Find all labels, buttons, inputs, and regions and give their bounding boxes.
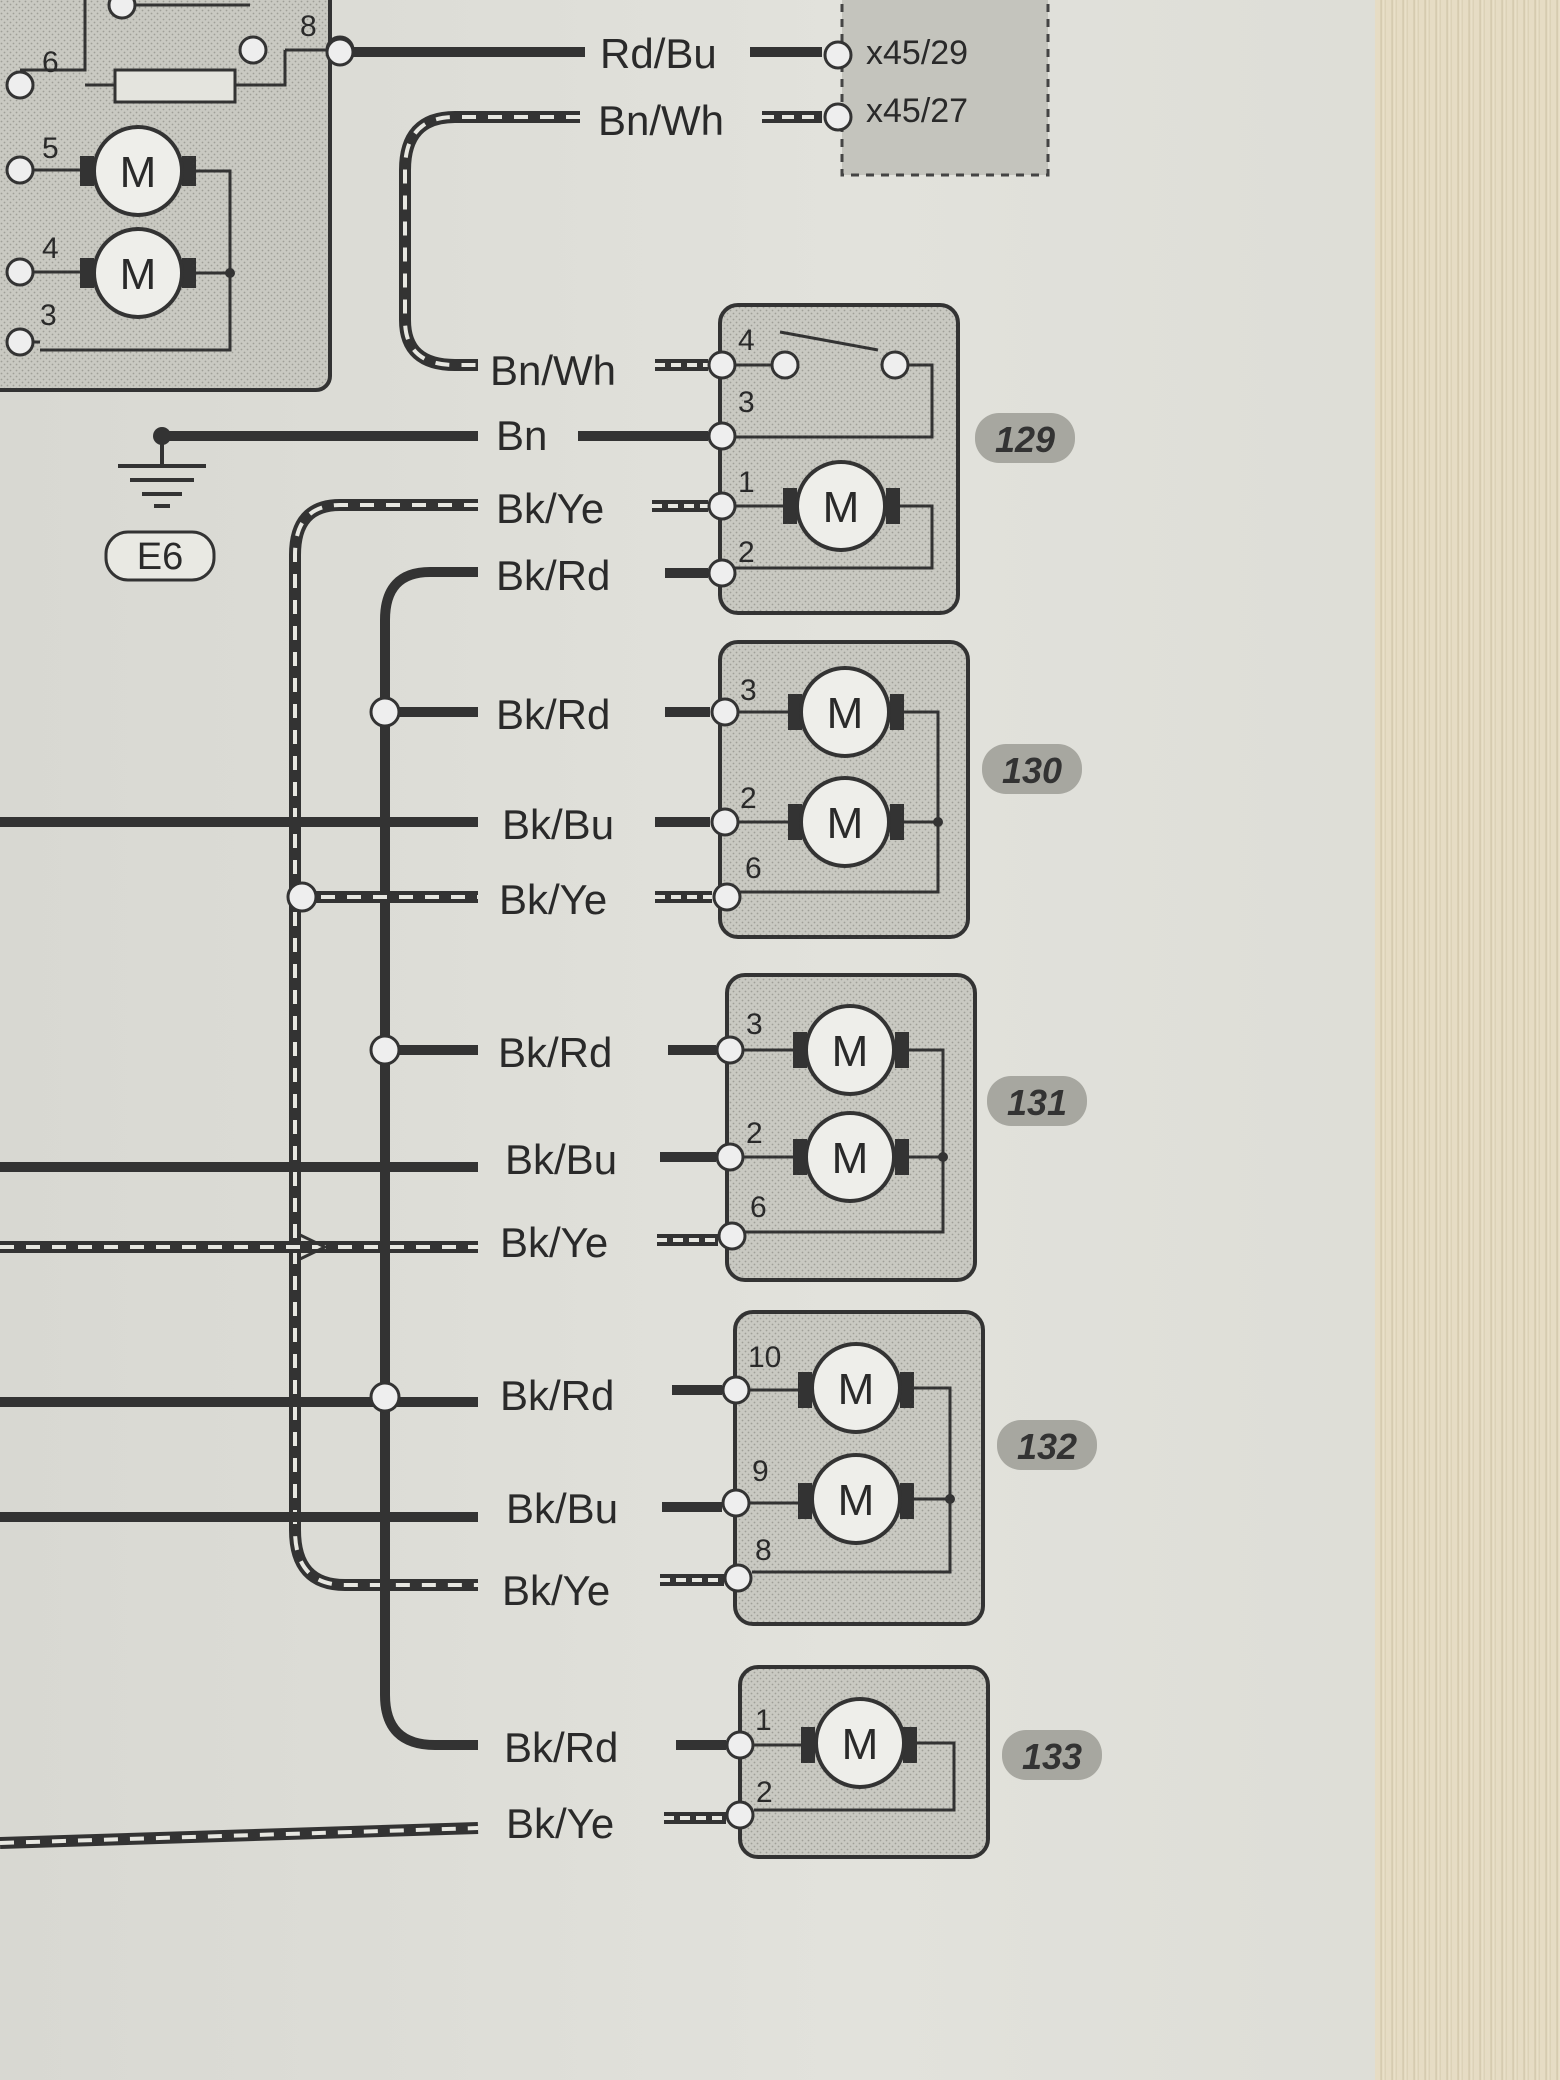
switch-contact (880, 350, 910, 380)
wire-label: Bk/Bu (505, 1136, 617, 1183)
wire-label: Bk/Rd (500, 1372, 614, 1419)
component-id: 132 (1017, 1426, 1077, 1467)
switch-contact (770, 350, 800, 380)
pin-label: 2 (740, 782, 757, 815)
motor-label: M (832, 1134, 869, 1183)
pin-label: 4 (738, 324, 755, 357)
splice-point (286, 881, 318, 913)
wire-label: Bn/Wh (490, 347, 616, 394)
pin-label: 6 (750, 1191, 767, 1224)
motor-label: M (120, 148, 157, 197)
splice-point (369, 696, 401, 728)
ground-label-box (104, 530, 216, 582)
motor-label: M (838, 1476, 875, 1525)
pin-label: 9 (752, 1455, 769, 1488)
wire-rd-bu: Rd/Bu (325, 30, 853, 77)
wire-label: Bk/Ye (496, 485, 604, 532)
wire-label: Bk/Rd (496, 691, 610, 738)
motor: M (738, 666, 904, 758)
component-id: 129 (995, 419, 1055, 460)
wire-bk-ye-131 (0, 1232, 478, 1262)
partial-pin-label: 3 (40, 299, 57, 332)
wire-label: Bk/Ye (506, 1800, 614, 1847)
motor: M (749, 1453, 914, 1545)
pin-label: 6 (745, 852, 762, 885)
ground-label: E6 (137, 536, 183, 578)
splice-point (369, 1381, 401, 1413)
bus-bk-rd (380, 567, 478, 1750)
x45-connector: x45/29 x45/27 (840, 0, 1050, 177)
motor: M (743, 1111, 909, 1203)
wire-label: Bk/Bu (506, 1485, 618, 1532)
wire-label: Rd/Bu (600, 30, 717, 77)
pin-label: 3 (746, 1008, 763, 1041)
wire-bn-wh: Bn/Wh (399, 97, 853, 371)
component-132: Bk/Rd 10 Bk/Bu 9 Bk/Ye 8 M (500, 1310, 1097, 1626)
partial-motor: M (80, 227, 196, 319)
motor: M (753, 1697, 917, 1789)
motor-label: M (838, 1365, 875, 1414)
wire-label: Bk/Rd (496, 552, 610, 599)
splice-point (369, 1034, 401, 1066)
component-box (718, 303, 960, 615)
motor-label: M (827, 799, 864, 848)
pin-label: 10 (748, 1341, 781, 1374)
motor: M (749, 1342, 914, 1434)
component-badge (975, 413, 1075, 463)
component-129: Bn/Wh 4 Bn 3 Bk/Ye 1 Bk/Rd 2 (490, 303, 1075, 615)
partial-pin-label: 5 (42, 132, 59, 165)
motor-label: M (842, 1720, 879, 1769)
component-badge (982, 744, 1082, 794)
pin-label: 3 (740, 674, 757, 707)
motor: M (735, 460, 934, 570)
pin-label: 2 (738, 536, 755, 569)
wire-label: Bk/Bu (502, 801, 614, 848)
motor-label: M (832, 1027, 869, 1076)
resistor-symbol (113, 68, 237, 104)
partial-component: 8 6 5 4 3 M M (0, 0, 355, 392)
bus-branches (286, 696, 478, 1413)
connector-ref: x45/29 (866, 34, 968, 72)
wire-label: Bn (496, 412, 547, 459)
wire-bk-ye-133 (0, 1822, 479, 1849)
component-130: Bk/Rd 3 Bk/Bu 2 Bk/Ye 6 M (496, 640, 1082, 939)
partial-pin-label: 8 (300, 10, 317, 43)
x45-connector-box (840, 0, 1050, 177)
wire-label: Bk/Ye (500, 1219, 608, 1266)
pin-label: 1 (755, 1704, 772, 1737)
wire-label: Bk/Rd (504, 1724, 618, 1771)
component-badge (1002, 1730, 1102, 1780)
component-133: Bk/Rd 1 Bk/Ye 2 M 133 (504, 1665, 1102, 1859)
wire-label: Bn/Wh (598, 97, 724, 144)
wire-label: Bk/Rd (498, 1029, 612, 1076)
ground-e6: E6 (104, 427, 478, 582)
pin-label: 3 (738, 386, 755, 419)
motor-label: M (120, 250, 157, 299)
motor-label: M (823, 483, 860, 532)
partial-pin-label: 4 (42, 232, 59, 265)
component-id: 130 (1002, 750, 1062, 791)
connector-ref: x45/27 (866, 92, 968, 130)
component-id: 131 (1007, 1082, 1067, 1123)
page-edge (1375, 0, 1560, 2080)
wire-label: Bk/Ye (499, 876, 607, 923)
component-badge (997, 1420, 1097, 1470)
pin-label: 2 (746, 1117, 763, 1150)
pin-label: 2 (756, 1776, 773, 1809)
motor-label: M (827, 689, 864, 738)
bus-bk-ye (289, 499, 478, 1591)
component-131: Bk/Rd 3 Bk/Bu 2 Bk/Ye 6 M (498, 973, 1087, 1282)
motor: M (738, 776, 904, 868)
pin-label: 1 (738, 466, 755, 499)
pin-label: 8 (755, 1534, 772, 1567)
component-id: 133 (1022, 1736, 1082, 1777)
wire-label: Bk/Ye (502, 1567, 610, 1614)
motor: M (743, 1004, 909, 1096)
partial-motor: M (80, 125, 196, 217)
component-badge (987, 1076, 1087, 1126)
partial-pin-label: 6 (42, 46, 59, 79)
